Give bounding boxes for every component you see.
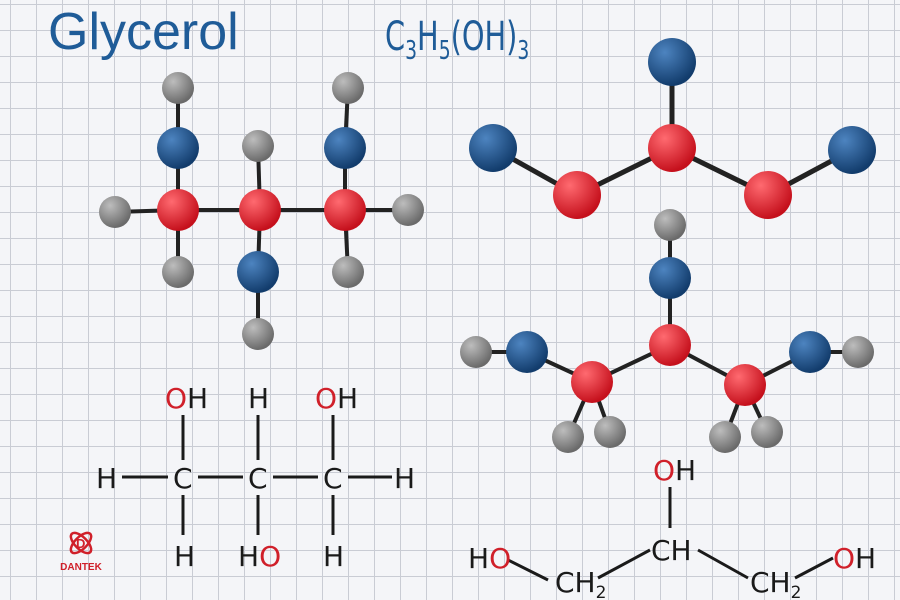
red-atom — [648, 124, 696, 172]
dantek-logo: D DANTEK — [58, 528, 104, 573]
gray-hydrogen-atom — [594, 416, 626, 448]
label-oh: OH — [653, 454, 696, 487]
gray-hydrogen-atom — [162, 256, 194, 288]
red-atom — [324, 189, 366, 231]
label-oh: OH — [833, 542, 876, 575]
blue-atom — [324, 127, 366, 169]
label-ho: HO — [238, 540, 281, 573]
gray-hydrogen-atom — [552, 421, 584, 453]
red-atom — [724, 364, 766, 406]
blue-atom — [828, 126, 876, 174]
molecular-formula: C3H5(OH)3 — [385, 14, 530, 66]
red-atom — [157, 189, 199, 231]
blue-atom — [157, 127, 199, 169]
label-ho: HO — [468, 542, 511, 575]
structural-formula — [122, 415, 392, 535]
condensed-formula-bonds — [507, 487, 834, 582]
gray-hydrogen-atom — [392, 194, 424, 226]
label-ch: CH — [651, 534, 692, 567]
gray-hydrogen-atom — [242, 318, 274, 350]
label-ch2: CH2 — [555, 566, 606, 600]
red-atom — [649, 324, 691, 366]
gray-hydrogen-atom — [162, 72, 194, 104]
label-oh: OH — [315, 382, 358, 415]
label-c: C — [173, 462, 193, 495]
label-h: H — [394, 462, 415, 495]
blue-atom — [237, 251, 279, 293]
gray-hydrogen-atom — [242, 130, 274, 162]
label-h: H — [248, 382, 269, 415]
blue-atom — [469, 124, 517, 172]
blue-atom — [789, 331, 831, 373]
svg-text:D: D — [76, 536, 85, 551]
label-h: H — [323, 540, 344, 573]
logo-icon: D — [69, 531, 93, 555]
gray-hydrogen-atom — [751, 416, 783, 448]
label-h: H — [96, 462, 117, 495]
gray-hydrogen-atom — [709, 421, 741, 453]
label-oh: OH — [165, 382, 208, 415]
gray-hydrogen-atom — [460, 336, 492, 368]
label-c: C — [323, 462, 343, 495]
red-atom — [553, 171, 601, 219]
blue-atom — [649, 257, 691, 299]
label-ch2: CH2 — [750, 566, 801, 600]
gray-hydrogen-atom — [99, 196, 131, 228]
blue-atom — [648, 38, 696, 86]
page-title: Glycerol — [48, 3, 239, 61]
gray-hydrogen-atom — [332, 72, 364, 104]
red-atom — [571, 361, 613, 403]
red-atom — [239, 189, 281, 231]
label-h: H — [174, 540, 195, 573]
gray-hydrogen-atom — [654, 209, 686, 241]
gray-hydrogen-atom — [842, 336, 874, 368]
blue-atom — [506, 331, 548, 373]
gray-hydrogen-atom — [332, 256, 364, 288]
red-atom — [744, 171, 792, 219]
label-c: C — [248, 462, 268, 495]
